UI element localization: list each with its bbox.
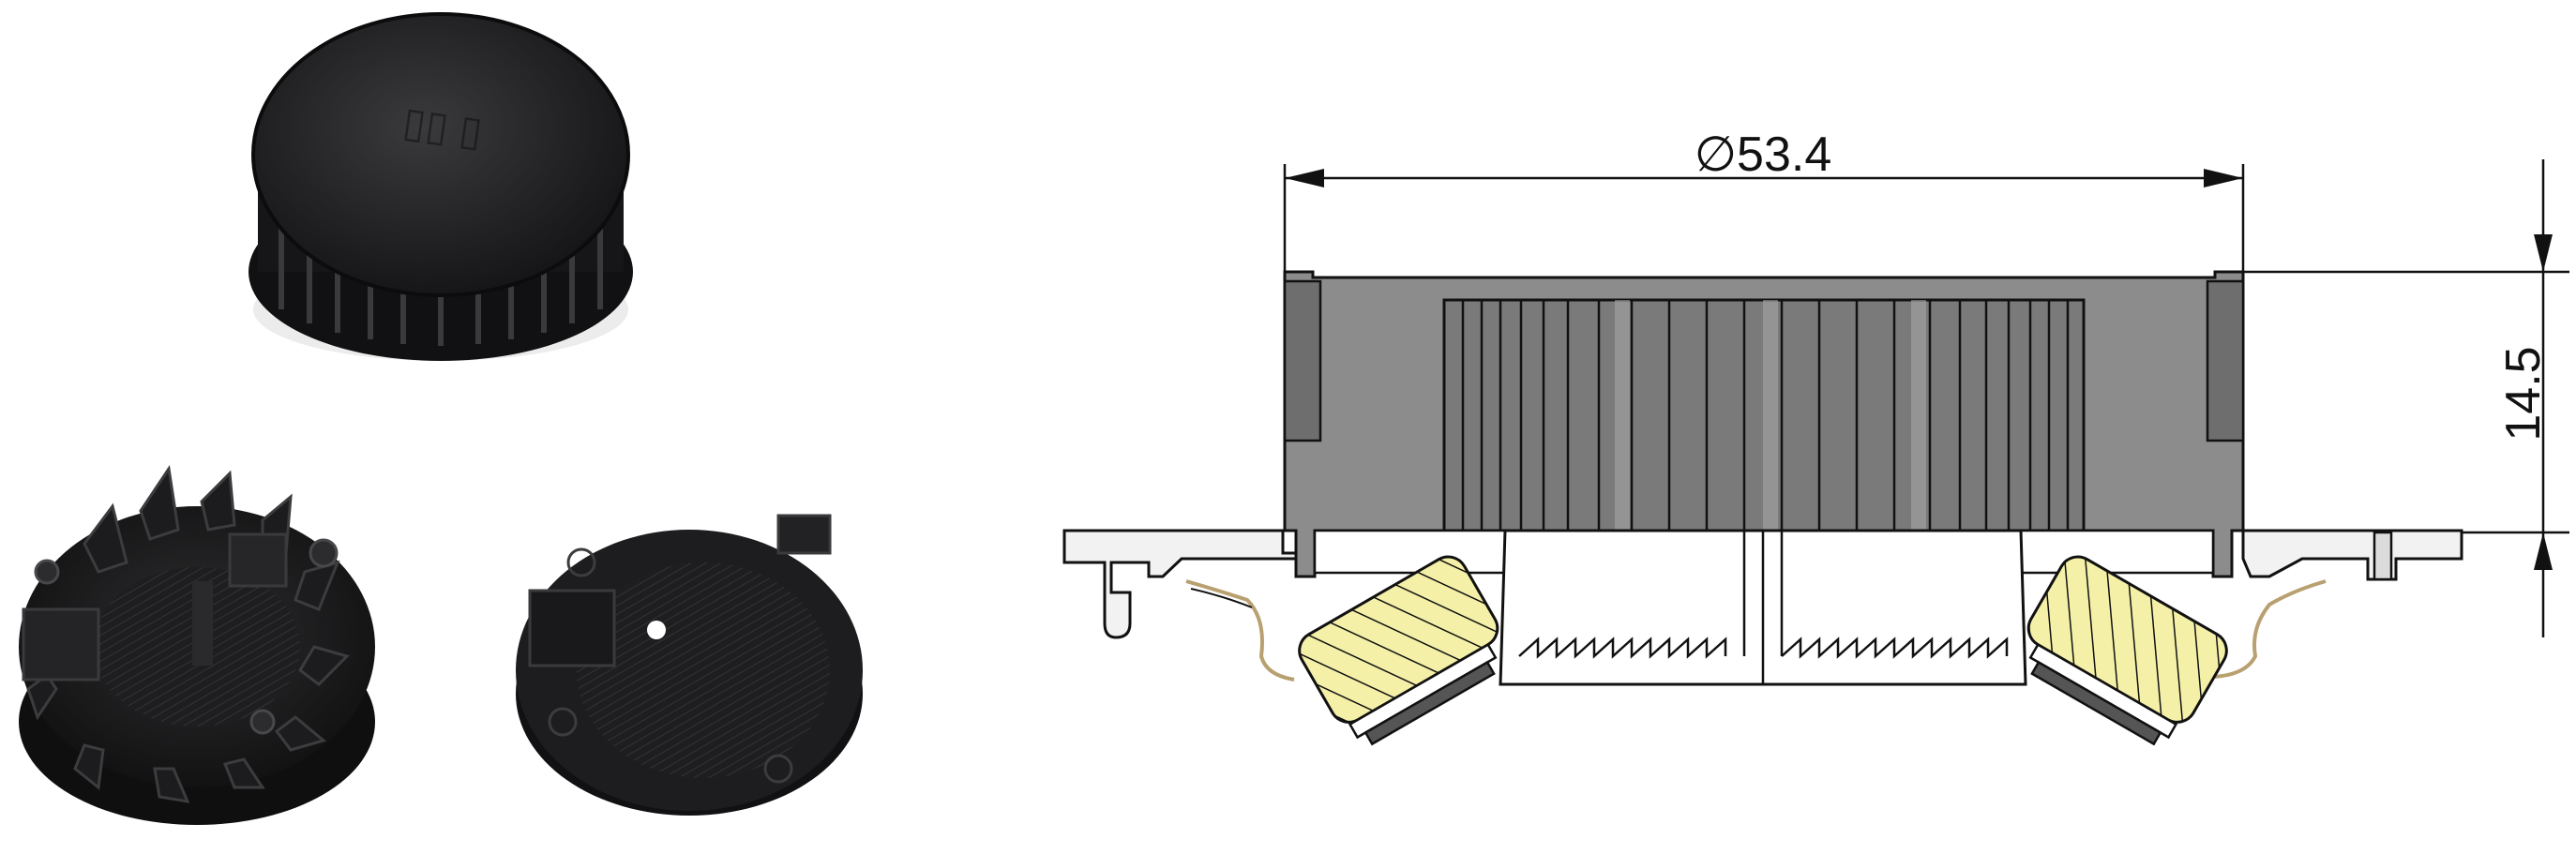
- svg-text:▯▯ ▯: ▯▯ ▯: [400, 98, 486, 155]
- height-label: 14.5: [2496, 346, 2551, 441]
- cooling-ribs: [1442, 298, 2086, 532]
- mounting-frame: [1062, 529, 2463, 639]
- right-coil: [2026, 555, 2327, 746]
- assembled-part-photo: ▯▯ ▯: [249, 12, 633, 361]
- cover-plate-photo: [516, 514, 863, 816]
- diameter-dimension: ∅53.4: [1283, 127, 2245, 281]
- radial-fins: [26, 464, 350, 803]
- diameter-label: ∅53.4: [1695, 127, 1832, 182]
- height-dimension: 14.5: [2243, 159, 2569, 637]
- left-coil: [1185, 555, 1499, 746]
- base-part-photo: [19, 464, 375, 825]
- cross-section-drawing: ∅53.4 14.5: [1062, 127, 2569, 746]
